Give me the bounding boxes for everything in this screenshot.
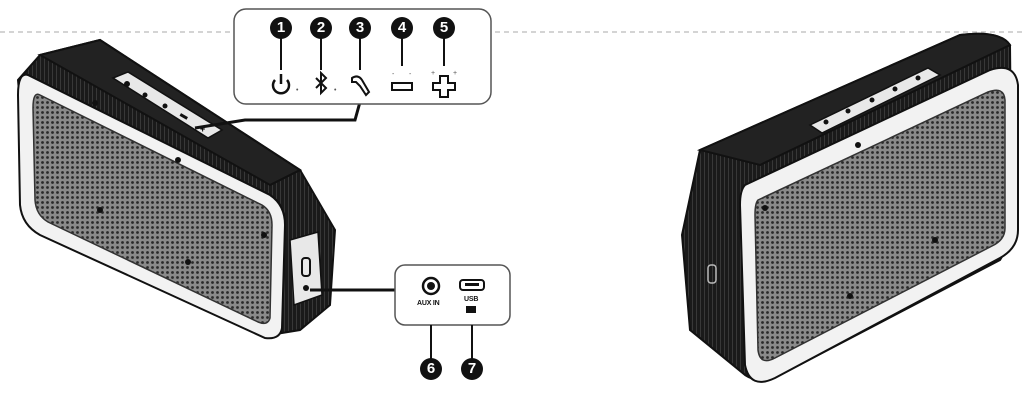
callout-6: 6 [420, 358, 442, 380]
right-grille [754, 89, 1006, 362]
ports-callout-box [394, 264, 511, 326]
svg-text:-: - [409, 71, 412, 78]
power-icon [271, 74, 291, 95]
svg-text:•: • [296, 87, 299, 94]
svg-text:-: - [392, 71, 395, 78]
top-control-strip-right [808, 67, 942, 134]
phone-icon [351, 75, 371, 97]
usb-port-icon [459, 279, 485, 313]
top-buttons-callout-box [233, 8, 492, 105]
left-grille [32, 93, 273, 325]
callout-7: 7 [461, 358, 483, 380]
callout-1: 1 [270, 17, 292, 39]
svg-text:+: + [200, 124, 205, 134]
svg-text:•: • [334, 87, 337, 94]
aux-jack-icon [421, 276, 441, 296]
callout-5: 5 [433, 17, 455, 39]
callout-2: 2 [310, 17, 332, 39]
svg-text:+: + [431, 70, 435, 77]
callout-4: 4 [391, 17, 413, 39]
usb-label: USB [464, 296, 479, 303]
svg-text:+: + [453, 70, 457, 77]
left-speaker: + [16, 38, 337, 340]
volume-down-icon: - - [391, 71, 413, 91]
top-control-strip [111, 71, 224, 139]
bluetooth-icon [315, 70, 328, 96]
top-leader-line [194, 101, 362, 130]
right-speaker [680, 32, 1019, 383]
callout-3: 3 [349, 17, 371, 39]
volume-up-icon: + + [431, 70, 457, 98]
aux-in-label: AUX IN [417, 300, 440, 307]
